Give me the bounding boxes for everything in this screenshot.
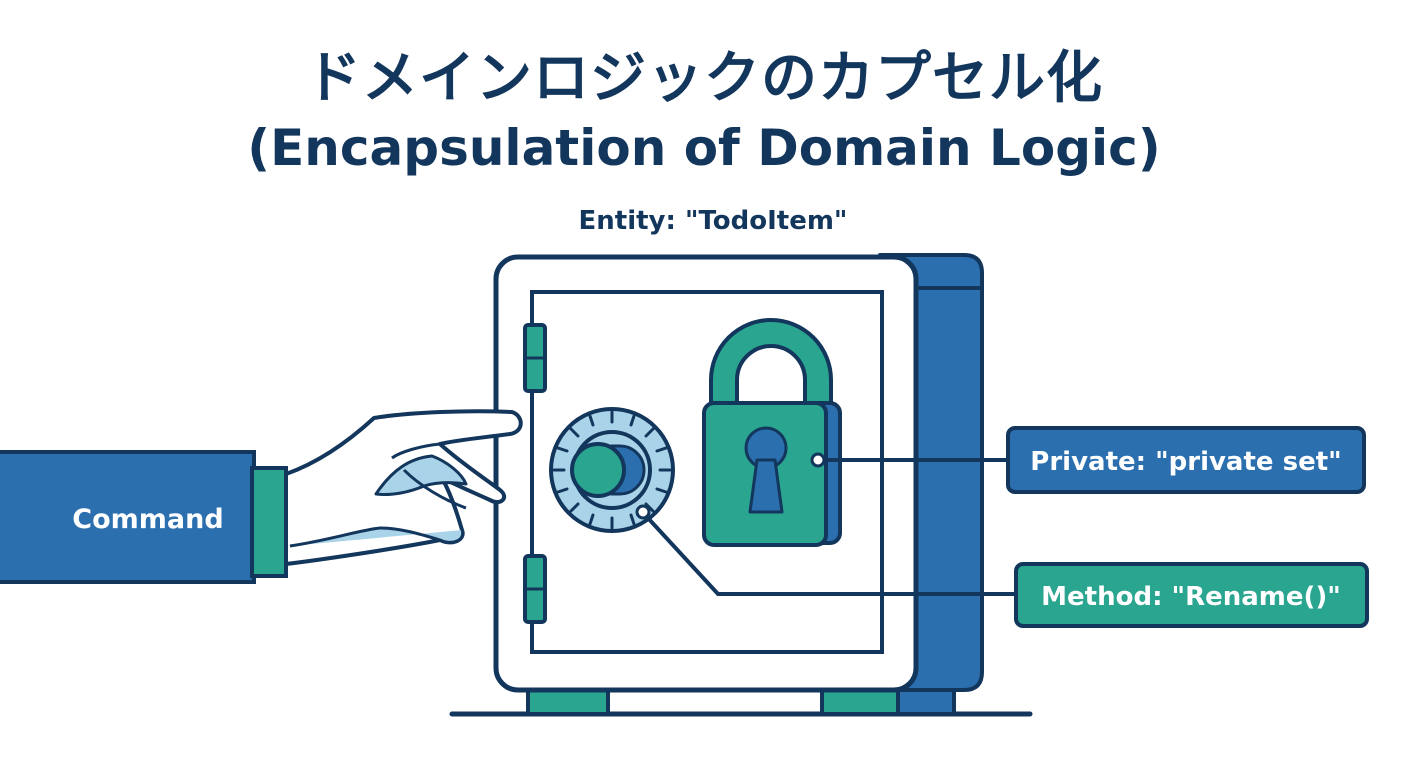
- private-label: Private: "private set": [1030, 447, 1341, 477]
- hand-icon: [284, 409, 523, 566]
- method-label-box: Method: "Rename()": [1014, 562, 1369, 628]
- entity-label: Entity: "TodoItem": [578, 206, 848, 236]
- page-title-english: (Encapsulation of Domain Logic): [247, 119, 1161, 177]
- padlock-connector-dot: [810, 452, 826, 468]
- command-arm: Command: [0, 450, 288, 584]
- dial-connector-dot: [635, 504, 651, 520]
- padlock-icon: [702, 318, 842, 547]
- combination-dial-icon: [549, 407, 675, 533]
- safe-icon: [493, 253, 984, 716]
- method-connector-line: [645, 515, 1016, 596]
- sleeve-cuff: [250, 466, 288, 578]
- private-label-box: Private: "private set": [1006, 426, 1366, 494]
- method-label: Method: "Rename()": [1041, 582, 1341, 612]
- page-title-japanese: ドメインロジックのカプセル化: [305, 46, 1103, 111]
- command-label: Command: [72, 504, 223, 535]
